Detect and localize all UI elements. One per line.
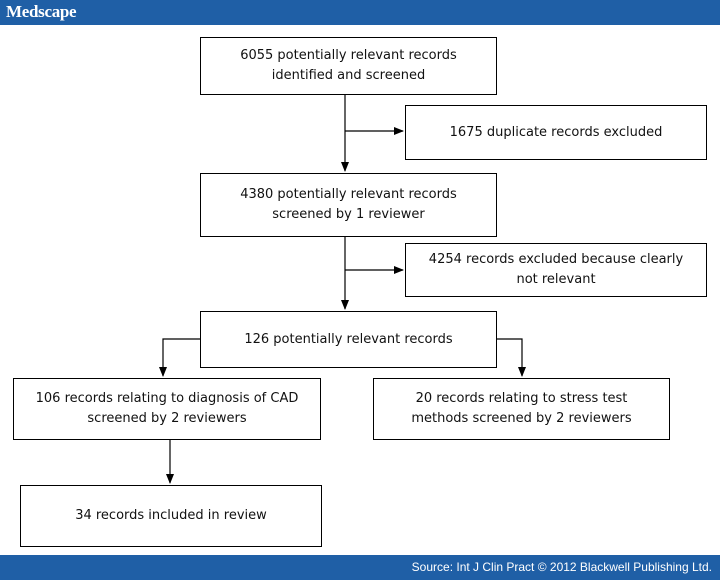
box-included-review: 34 records included in review bbox=[20, 485, 322, 547]
box-potentially-relevant-line1: 126 potentially relevant records bbox=[244, 331, 453, 347]
box-screened-by-reviewer-line1: 4380 potentially relevant records bbox=[240, 187, 457, 202]
box-stress-test-line1: 20 records relating to stress test bbox=[415, 391, 628, 406]
box-not-relevant-excluded-line1: 4254 records excluded because clearly bbox=[428, 252, 684, 267]
box-diagnosis-cad-line1: 106 records relating to diagnosis of CAD bbox=[35, 391, 299, 406]
box-potentially-relevant: 126 potentially relevant records bbox=[200, 311, 497, 368]
medscape-logo: Medscape bbox=[6, 2, 77, 21]
source-citation: Source: Int J Clin Pract © 2012 Blackwel… bbox=[411, 560, 712, 574]
box-records-screened-line2: identified and screened bbox=[271, 68, 426, 83]
footer-bar: Source: Int J Clin Pract © 2012 Blackwel… bbox=[0, 555, 720, 580]
box-duplicates-excluded-line1: 1675 duplicate records excluded bbox=[449, 124, 663, 140]
arrow-to-stress bbox=[497, 338, 526, 377]
arrow-to-diagnosis bbox=[159, 338, 200, 377]
box-diagnosis-cad-line2: screened by 2 reviewers bbox=[87, 411, 247, 426]
box-records-screened: 6055 potentially relevant records identi… bbox=[200, 37, 497, 95]
header-bar: Medscape bbox=[0, 0, 720, 25]
box-stress-test: 20 records relating to stress test metho… bbox=[373, 378, 670, 440]
box-screened-by-reviewer: 4380 potentially relevant records screen… bbox=[200, 173, 497, 237]
box-stress-test-line2: methods screened by 2 reviewers bbox=[411, 411, 632, 426]
box-not-relevant-excluded-line2: not relevant bbox=[516, 272, 596, 287]
box-screened-by-reviewer-line2: screened by 1 reviewer bbox=[272, 207, 425, 222]
box-duplicates-excluded: 1675 duplicate records excluded bbox=[405, 105, 707, 160]
box-not-relevant-excluded: 4254 records excluded because clearly no… bbox=[405, 243, 707, 297]
box-records-screened-line1: 6055 potentially relevant records bbox=[240, 48, 457, 63]
box-diagnosis-cad: 106 records relating to diagnosis of CAD… bbox=[13, 378, 321, 440]
box-included-review-line1: 34 records included in review bbox=[75, 508, 267, 523]
